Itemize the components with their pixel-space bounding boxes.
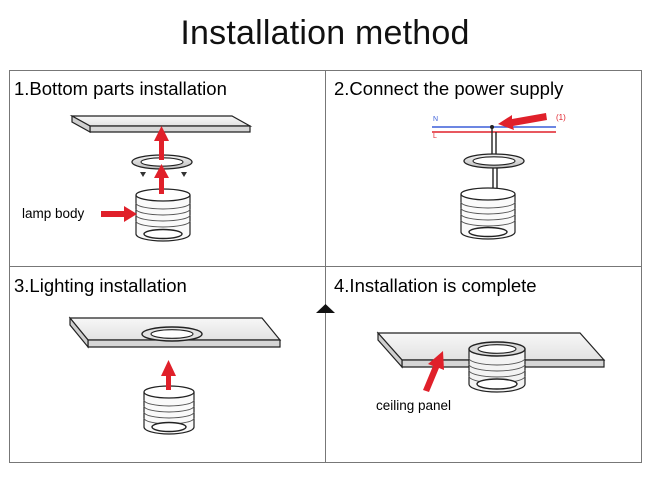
step-4-title: 4.Installation is complete [334,275,537,296]
lamp-body-2 [460,187,516,240]
step-3-illustration [68,316,282,435]
step-4-illustration [376,331,606,393]
step-1-illustration [69,114,253,242]
callout-label: (1) [556,113,566,122]
mounting-ring [131,154,193,170]
step-1-title: 1.Bottom parts installation [14,78,227,99]
lamp-body [135,188,191,242]
page-title: Installation method [180,14,470,52]
ceiling-panel-label: ceiling panel [376,398,452,413]
lamp-body-label: lamp body [22,206,85,221]
wire-l-label: L [433,133,437,140]
wire-n-label: N [433,116,439,123]
panel-divider-horizontal [9,266,642,267]
step-3-title: 3.Lighting installation [14,275,187,296]
lamp-body-3 [143,385,195,435]
step-3-arrow [161,360,176,390]
step-4-arrow [423,351,444,392]
step-2-title: 2.Connect the power supply [334,78,564,99]
ceiling-plate [69,115,253,127]
divider-marker [316,304,335,313]
step-2-illustration [432,113,556,240]
lamp-body-4 [468,341,526,393]
step-2-arrow [498,113,547,130]
step-1-arrows [101,126,169,222]
